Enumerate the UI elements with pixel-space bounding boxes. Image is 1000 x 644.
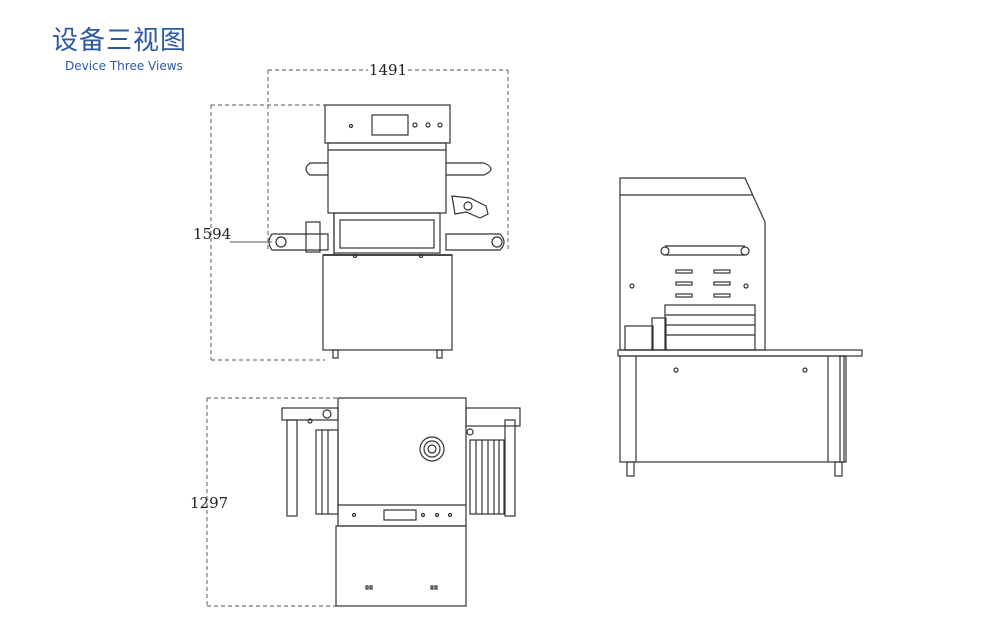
- front-view: [210, 69, 509, 361]
- right-handle: [446, 162, 492, 176]
- top-main-body: [337, 397, 467, 527]
- control-panel: [324, 104, 451, 144]
- height-dimension-label: 1594: [193, 225, 231, 243]
- upper-body: [327, 142, 447, 214]
- left-handle: [305, 162, 328, 176]
- left-conveyor-arm: [268, 233, 329, 251]
- side-view: [617, 177, 863, 477]
- front-dimension-box: [210, 69, 509, 361]
- side-table: [617, 349, 863, 357]
- page-title: 设备三视图: [52, 26, 188, 56]
- depth-dimension-label: 1297: [190, 494, 228, 512]
- top-view: [206, 397, 521, 607]
- right-conveyor-arm: [445, 233, 505, 251]
- vent-slots: [675, 269, 731, 298]
- side-housing: [619, 177, 766, 351]
- top-lower-cabinet: [335, 525, 467, 607]
- fan-icon: [419, 436, 445, 462]
- display-screen: [371, 114, 409, 136]
- width-dimension-label: 1491: [369, 61, 407, 79]
- page-subtitle: Device Three Views: [65, 59, 183, 73]
- top-dimension-box: [206, 397, 338, 607]
- mold-block: [664, 304, 756, 351]
- cabinet: [322, 254, 453, 351]
- side-cabinet: [619, 355, 845, 463]
